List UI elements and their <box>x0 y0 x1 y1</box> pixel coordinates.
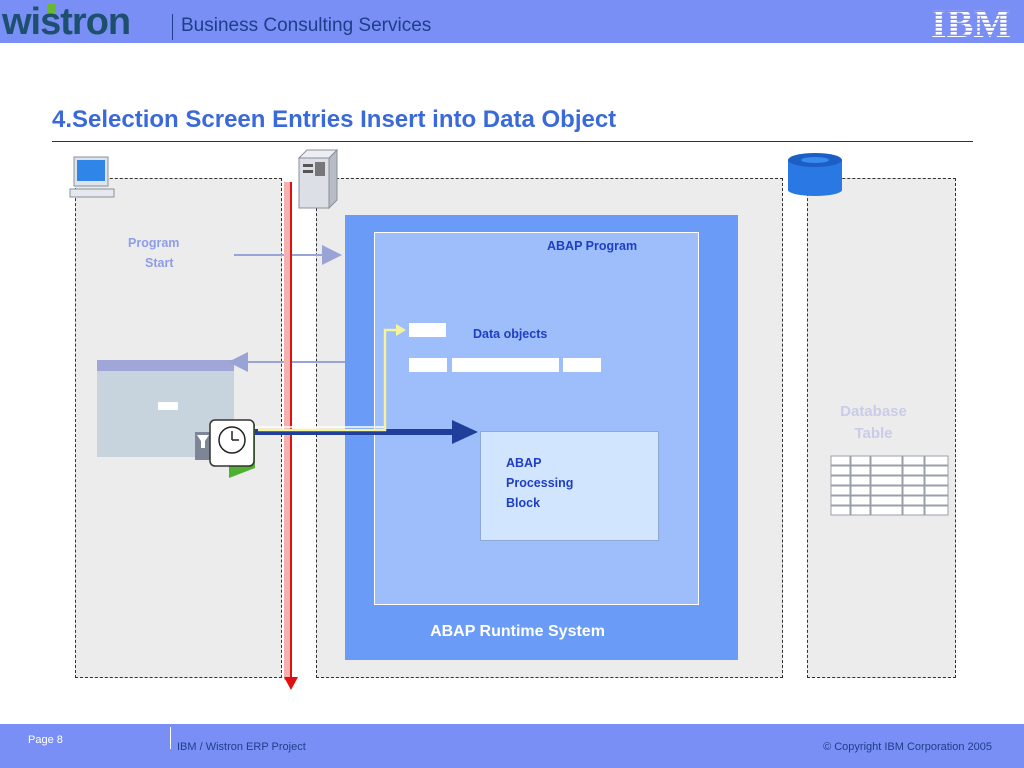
database-icon <box>788 153 842 196</box>
title-divider <box>52 141 973 142</box>
ibm-logo: IBM <box>931 4 1011 40</box>
data-object-cell <box>563 358 601 372</box>
header-title: Business Consulting Services <box>181 15 432 36</box>
database-table-label: Database Table <box>810 401 937 445</box>
footer-project: IBM / Wistron ERP Project <box>177 741 306 753</box>
data-objects-label: Data objects <box>473 327 548 341</box>
header-bar <box>0 0 1024 43</box>
pai-arrowhead <box>452 420 478 444</box>
abap-processing-block <box>480 431 659 541</box>
processing-label-3: Block <box>506 496 541 510</box>
logo-text: wistron <box>2 1 131 43</box>
filter-icon <box>195 432 211 460</box>
selection-screen-titlebar <box>97 360 234 371</box>
header-divider <box>172 14 173 40</box>
runtime-system-label: ABAP Runtime System <box>430 623 605 640</box>
data-object-cell <box>452 358 559 372</box>
server-icon <box>297 148 339 210</box>
page-title: 4.Selection Screen Entries Insert into D… <box>52 106 617 133</box>
db-label-line-1: Database <box>840 403 907 420</box>
computer-icon <box>69 156 115 198</box>
database-table-grid <box>830 455 949 516</box>
selection-screen-input <box>158 402 178 410</box>
transfer-arrow <box>258 328 400 432</box>
data-object-field <box>409 323 446 337</box>
abap-program-box <box>374 232 699 605</box>
footer-divider <box>170 727 171 749</box>
processing-label-1: ABAP <box>506 456 542 470</box>
page-number: Page 8 <box>28 734 63 746</box>
program-start-label-1: Program <box>128 236 180 250</box>
abap-program-label: ABAP Program <box>547 239 638 253</box>
logo-dot <box>47 4 56 13</box>
program-start-label-2: Start <box>145 256 174 270</box>
processing-label-2: Processing <box>506 476 574 490</box>
transfer-arrowhead <box>396 324 406 336</box>
footer-copyright: © Copyright IBM Corporation 2005 <box>823 741 992 753</box>
clock-icon <box>209 419 255 467</box>
wistron-logo: wistron <box>2 1 131 43</box>
time-axis-arrowhead <box>284 677 298 690</box>
database-layer-panel <box>807 178 956 678</box>
db-label-line-2: Table <box>854 425 893 442</box>
ibm-logo-text: IBM <box>931 4 1011 40</box>
data-object-cell <box>409 358 447 372</box>
